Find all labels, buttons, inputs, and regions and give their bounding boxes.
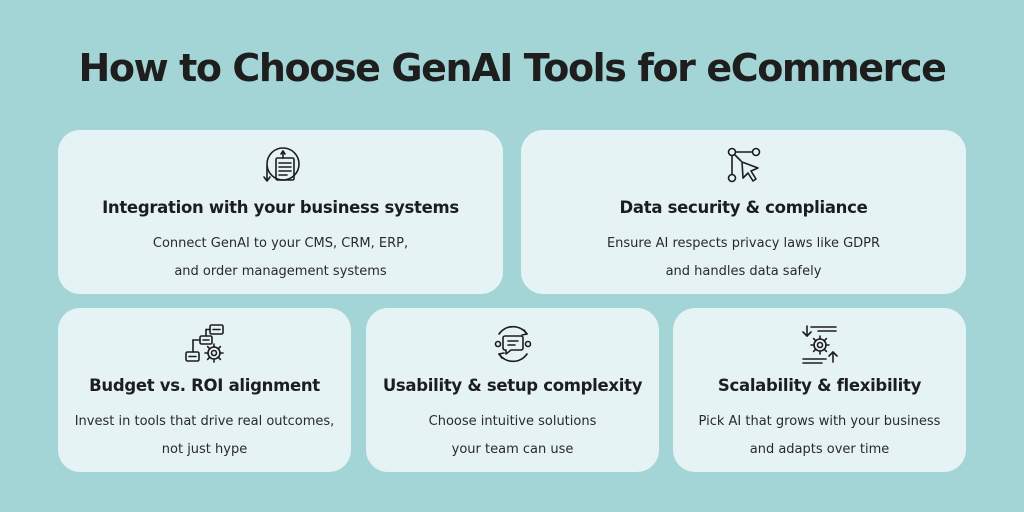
card-description-line: Pick AI that grows with your business xyxy=(698,414,941,429)
card-description-line: Choose intuitive solutions xyxy=(428,414,597,429)
card-description: Invest in tools that drive real outcomes… xyxy=(58,408,351,464)
card-description-line: and order management systems xyxy=(174,264,387,279)
card-description-line: and adapts over time xyxy=(749,442,890,457)
card-usability: Usability & setup complexity Choose intu… xyxy=(366,308,659,472)
card-title: Data security & compliance xyxy=(619,198,868,217)
card-title: Integration with your business systems xyxy=(102,198,459,217)
card-description: Ensure AI respects privacy laws like GDP… xyxy=(521,230,966,286)
budget-gear-flow-icon xyxy=(183,322,227,366)
integration-document-icon xyxy=(259,144,303,188)
card-integration: Integration with your business systems C… xyxy=(58,130,503,294)
scalability-gear-arrows-icon xyxy=(798,322,842,366)
usability-chat-cycle-icon xyxy=(491,322,535,366)
data-network-cursor-icon xyxy=(722,144,766,188)
card-description-line: and handles data safely xyxy=(665,264,822,279)
card-description: Choose intuitive solutions your team can… xyxy=(366,408,659,464)
card-title: Budget vs. ROI alignment xyxy=(89,376,320,395)
card-scalability: Scalability & flexibility Pick AI that g… xyxy=(673,308,966,472)
card-description-line: your team can use xyxy=(451,442,574,457)
card-description-line: Ensure AI respects privacy laws like GDP… xyxy=(606,236,881,251)
card-description: Pick AI that grows with your business an… xyxy=(673,408,966,464)
card-description-line: not just hype xyxy=(161,442,248,457)
card-description: Connect GenAI to your CMS, CRM, ERP, and… xyxy=(58,230,503,286)
card-data-security: Data security & compliance Ensure AI res… xyxy=(521,130,966,294)
card-title: Usability & setup complexity xyxy=(382,376,643,395)
card-description-line: Invest in tools that drive real outcomes… xyxy=(74,414,335,429)
page-title: How to Choose GenAI Tools for eCommerce xyxy=(78,46,946,90)
card-budget-roi: Budget vs. ROI alignment Invest in tools… xyxy=(58,308,351,472)
card-title: Scalability & flexibility xyxy=(717,376,922,395)
card-description-line: Connect GenAI to your CMS, CRM, ERP, xyxy=(152,236,409,251)
